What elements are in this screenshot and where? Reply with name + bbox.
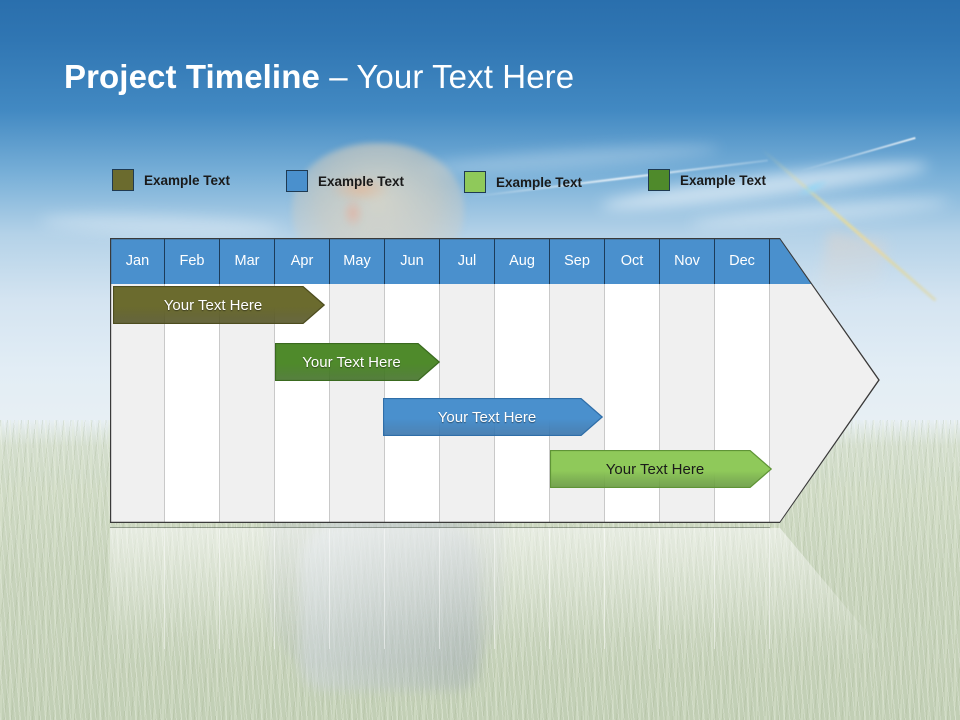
reflection-column: [220, 529, 275, 649]
chevron-reflection-edge: [110, 527, 770, 528]
legend-item-1[interactable]: Example Text: [112, 169, 230, 191]
month-header-apr[interactable]: Apr: [275, 238, 330, 284]
timeline-bar-1[interactable]: Your Text Here: [113, 286, 325, 324]
legend-label: Example Text: [318, 173, 405, 189]
reflection-column: [550, 529, 605, 649]
bar-arrow-icon: [113, 286, 325, 324]
month-header-jun[interactable]: Jun: [385, 238, 440, 284]
legend-item-3[interactable]: Example Text: [464, 171, 582, 193]
slide-title-dash: –: [319, 58, 357, 95]
child-photo-ear: [342, 198, 364, 228]
timeline-bar-2[interactable]: Your Text Here: [275, 343, 440, 381]
legend-label: Example Text: [680, 172, 767, 188]
reflection-column: [660, 529, 715, 649]
timeline-bar-3[interactable]: Your Text Here: [383, 398, 603, 436]
slide-title-bold: Project Timeline: [64, 58, 320, 95]
reflection-column: [715, 529, 770, 649]
child-photo-hair-highlight: [330, 176, 390, 202]
timeline-bar-4[interactable]: Your Text Here: [550, 450, 772, 488]
reflection-column: [110, 529, 165, 649]
bar-arrow-icon: [275, 343, 440, 381]
month-header-nov[interactable]: Nov: [660, 238, 715, 284]
legend-item-4[interactable]: Example Text: [648, 169, 766, 191]
timeline-bar-label: Your Text Here: [437, 408, 537, 426]
month-header-may[interactable]: May: [330, 238, 385, 284]
month-header-dec[interactable]: Dec: [715, 238, 770, 284]
legend-label: Example Text: [144, 172, 231, 188]
slide-title-light: Your Text Here: [356, 58, 575, 95]
timeline-header-fill: [110, 238, 812, 284]
legend-swatch-icon: [286, 170, 308, 192]
month-header-feb[interactable]: Feb: [165, 238, 220, 284]
chevron-reflection-columns: [110, 529, 770, 649]
month-column-jan: [110, 238, 165, 523]
month-header-jul[interactable]: Jul: [440, 238, 495, 284]
bar-arrow-icon: [383, 398, 603, 436]
reflection-column: [330, 529, 385, 649]
month-header-aug[interactable]: Aug: [495, 238, 550, 284]
reflection-column: [385, 529, 440, 649]
legend-swatch-icon: [112, 169, 134, 191]
month-column-feb: [165, 238, 220, 523]
legend-swatch-icon: [464, 171, 486, 193]
timeline-bar-label: Your Text Here: [605, 460, 705, 478]
month-column-mar: [220, 238, 275, 523]
chevron-outline-icon: [110, 238, 880, 523]
month-header-mar[interactable]: Mar: [220, 238, 275, 284]
legend-label: Example Text: [496, 174, 583, 190]
month-column-jul: [440, 238, 495, 523]
month-column-aug: [495, 238, 550, 523]
month-header-oct[interactable]: Oct: [605, 238, 660, 284]
legend-swatch-icon: [648, 169, 670, 191]
timeline-bar-label: Your Text Here: [302, 353, 401, 371]
timeline-bar-label: Your Text Here: [163, 296, 263, 314]
reflection-column: [495, 529, 550, 649]
reflection-column: [440, 529, 495, 649]
legend-item-2[interactable]: Example Text: [286, 170, 404, 192]
slide-title: Project Timeline – Your Text Here: [64, 58, 574, 96]
month-header-sep[interactable]: Sep: [550, 238, 605, 284]
reflection-column: [165, 529, 220, 649]
reflection-column: [275, 529, 330, 649]
bar-arrow-icon: [550, 450, 772, 488]
reflection-column: [605, 529, 660, 649]
